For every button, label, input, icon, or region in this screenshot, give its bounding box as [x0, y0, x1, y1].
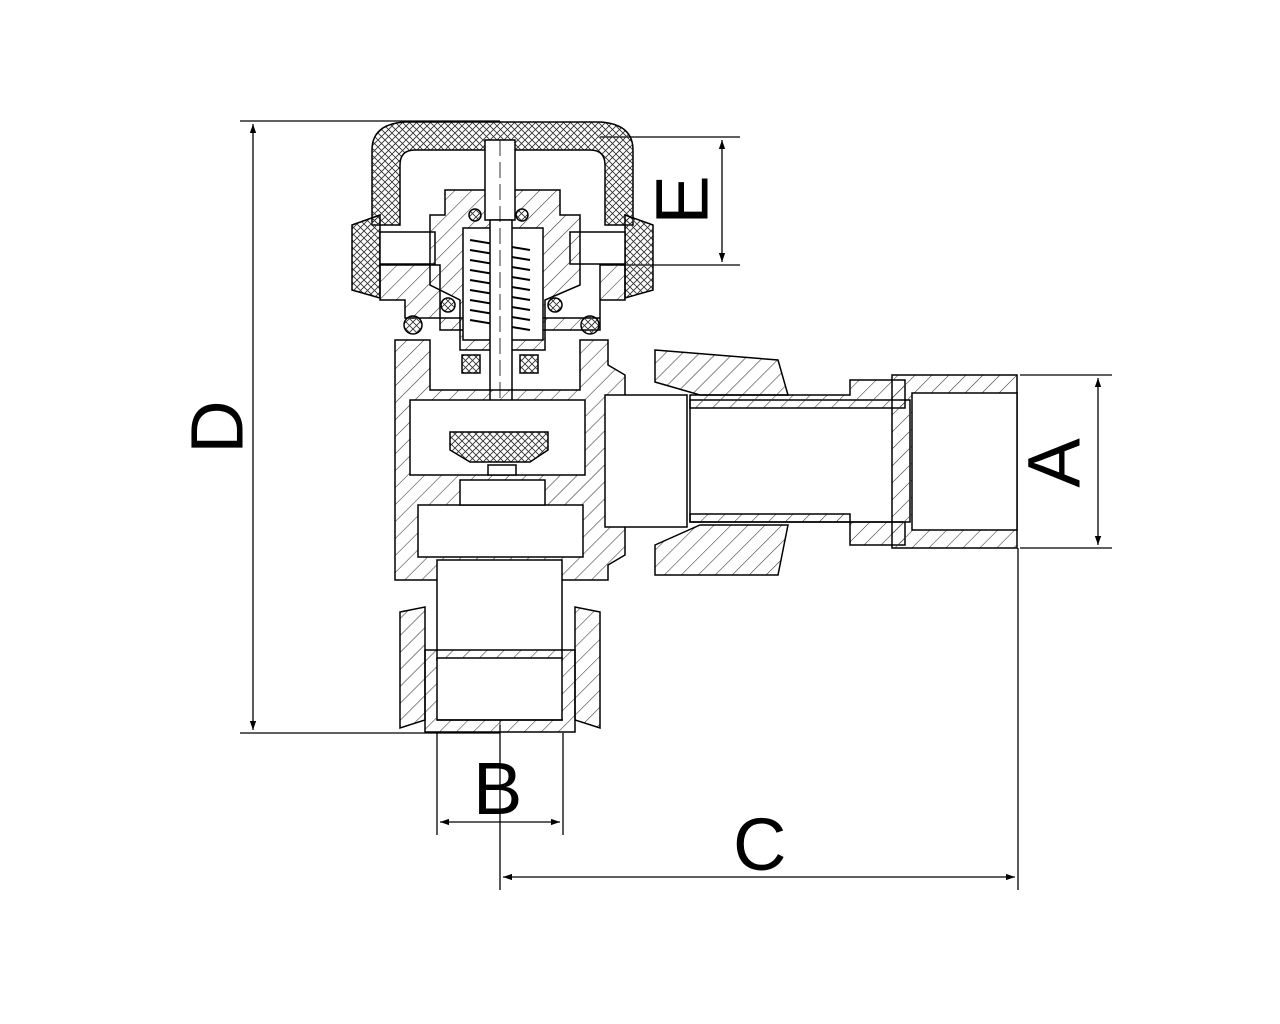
side-connector — [604, 349, 1018, 576]
valve-body — [394, 339, 626, 661]
dimension-lines — [249, 124, 1102, 881]
valve-cap — [351, 121, 654, 299]
dimension-label-e: E — [640, 175, 724, 225]
dimension-label-a: A — [1012, 438, 1096, 488]
dimension-label-c: C — [733, 803, 787, 886]
dimension-label-d: D — [175, 400, 259, 454]
bottom-connector — [399, 606, 601, 733]
dimension-label-b: B — [473, 747, 523, 830]
